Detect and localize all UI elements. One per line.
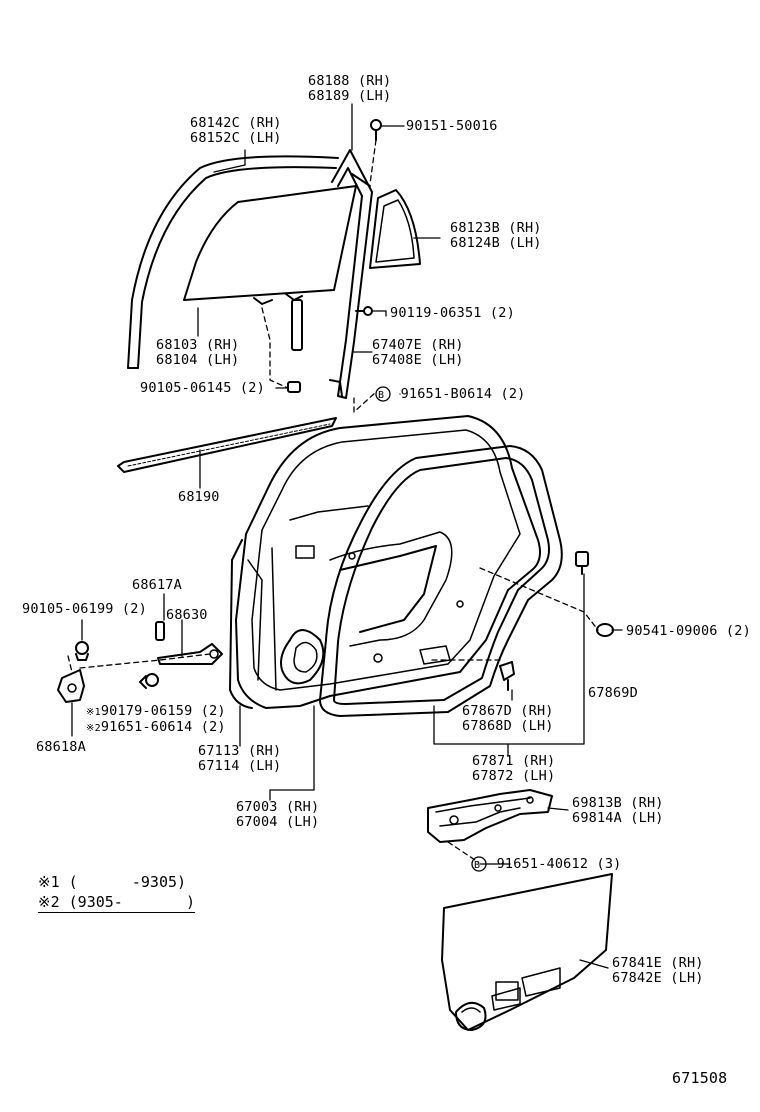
- bolt-mark-b2: [471, 856, 487, 872]
- dashed-leaders: [67, 139, 599, 863]
- label-67003: 67003 (RH)67004 (LH): [236, 799, 320, 830]
- label-68123: 68123B (RH)68124B (LH): [450, 220, 542, 251]
- door-panel: [229, 415, 541, 709]
- clip-weatherstrip: [499, 661, 515, 691]
- label-68617: 68617A: [132, 577, 182, 593]
- screw-top: [370, 119, 382, 141]
- label-67113: 67113 (RH)67114 (LH): [198, 743, 282, 774]
- label-91651b: B 91651-B0614 (2): [378, 386, 526, 402]
- clip-door: [575, 551, 589, 575]
- label-68190: 68190: [178, 489, 220, 505]
- figure-number: 671508: [672, 1069, 728, 1087]
- bolt-mark-b1: [375, 386, 391, 402]
- label-68630: 68630: [166, 607, 208, 623]
- door-trim-board: [441, 873, 613, 1031]
- door-weatherstrip: [319, 445, 563, 717]
- window-regulator: [427, 789, 553, 843]
- bolt-glass: [287, 381, 301, 393]
- label-67407: 67407E (RH)67408E (LH): [372, 337, 464, 368]
- note-2: ※2 (9305- ): [38, 893, 196, 913]
- label-67869: 67869D: [588, 685, 638, 701]
- belt-moulding: [117, 417, 337, 473]
- glass-run-channel: [127, 155, 339, 369]
- label-90179: ※190179-06159 (2): [86, 703, 226, 719]
- label-67841: 67841E (RH)67842E (LH): [612, 955, 704, 986]
- label-68188: 68188 (RH)68189 (LH): [308, 73, 392, 104]
- label-90119: 90119-06351 (2): [390, 305, 515, 321]
- label-91651d: B 91651-40612 (3): [474, 856, 622, 872]
- label-90151: 90151-50016: [406, 118, 498, 134]
- label-68142: 68142C (RH)68152C (LH): [190, 115, 282, 146]
- quarter-window-glass: [369, 189, 421, 269]
- note-1: ※1 ( -9305): [38, 873, 187, 891]
- division-bar: [329, 149, 373, 399]
- leader-lines: [71, 103, 623, 969]
- label-90105a: 90105-06145 (2): [140, 380, 265, 396]
- label-90541: 90541-09006 (2): [626, 623, 751, 639]
- label-69813: 69813B (RH)69814A (LH): [572, 795, 664, 826]
- label-67867: 67867D (RH)67868D (LH): [462, 703, 554, 734]
- door-glass: [183, 185, 357, 351]
- door-check: [139, 621, 223, 689]
- label-91651c: ※291651-60614 (2): [86, 719, 226, 735]
- label-67871: 67871 (RH)67872 (LH): [472, 753, 556, 784]
- door-hinge: [57, 641, 89, 703]
- label-68618: 68618A: [36, 739, 86, 755]
- plug-hole: [596, 623, 614, 637]
- label-90105b: 90105-06199 (2): [22, 601, 147, 617]
- label-68103: 68103 (RH)68104 (LH): [156, 337, 240, 368]
